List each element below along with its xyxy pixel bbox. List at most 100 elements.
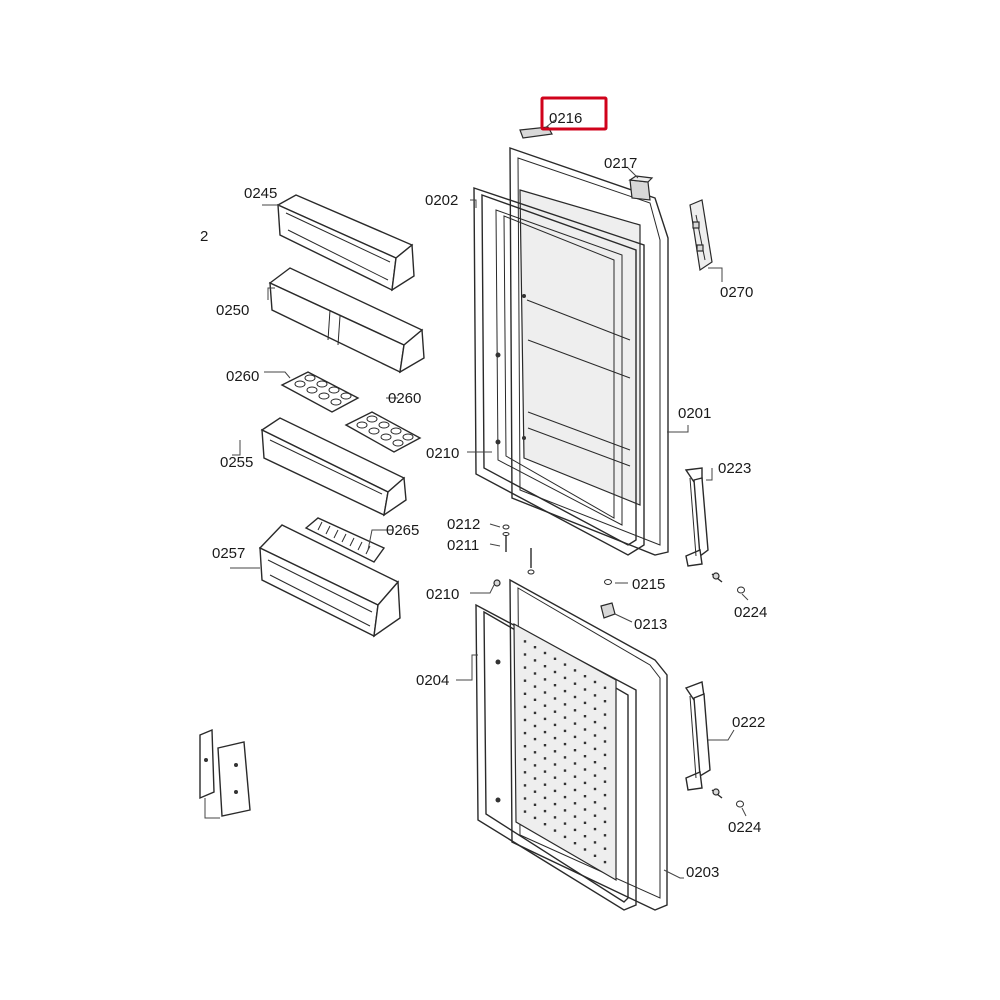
- perforation-dot: [593, 680, 597, 684]
- perforation-dot: [543, 783, 547, 786]
- part-0224-lower-screw-set: [711, 788, 744, 808]
- part-0224-upper-screw-set: [711, 572, 745, 594]
- perforation-dot: [563, 676, 567, 680]
- label-0202: 0202: [425, 192, 458, 209]
- perforation-dot: [563, 716, 567, 719]
- part-0210-lower-screw: [493, 579, 501, 587]
- perforation-dot: [533, 777, 537, 780]
- perforation-dot: [603, 820, 607, 824]
- perforation-dot: [563, 809, 567, 812]
- perforation-dot: [593, 814, 597, 817]
- perforation-dot: [553, 736, 557, 740]
- label-0211: 0211: [447, 537, 479, 554]
- part-0255-door-shelf: [260, 417, 407, 517]
- perforation-dot: [523, 705, 527, 709]
- perforation-dot: [583, 675, 587, 678]
- perforation-dot: [573, 815, 577, 818]
- perforation-dot: [523, 784, 527, 787]
- perforation-dot: [543, 678, 547, 681]
- perforation-dot: [583, 741, 587, 745]
- perforation-dot: [543, 665, 547, 668]
- perforation-dot: [523, 771, 527, 774]
- perforation-dot: [603, 700, 607, 703]
- part-0260-egg-tray-left: [280, 371, 360, 413]
- perforation-dot: [593, 694, 597, 697]
- perforation-dot: [573, 669, 577, 672]
- perforation-dot: [533, 698, 537, 701]
- perforation-dot: [583, 795, 587, 798]
- perforation-dot: [583, 688, 587, 691]
- part-0222-lower-handle: [684, 681, 711, 791]
- perforation-dot: [533, 724, 537, 728]
- perforation-dot: [523, 745, 527, 748]
- label-0257: 0257: [212, 545, 245, 562]
- label-0224-upper: 0224: [734, 604, 767, 621]
- perforation-dot: [533, 790, 537, 793]
- label-0260-left: 0260: [226, 368, 259, 385]
- perforation-dot: [593, 841, 597, 844]
- part-0217-block: [628, 175, 654, 201]
- perforation-dot: [583, 715, 587, 718]
- perforation-dot: [583, 768, 587, 771]
- perforation-dot: [533, 751, 537, 754]
- part-0265-divider-rack: [304, 517, 386, 563]
- perforation-dot: [593, 787, 597, 791]
- hinge-screw: [527, 548, 535, 575]
- part-0250-closed-compartment: [268, 267, 425, 374]
- perforation-dot: [543, 704, 547, 707]
- perforation-dot: [573, 842, 577, 845]
- label-0212: 0212: [447, 516, 480, 533]
- label-0210-lower: 0210: [426, 586, 459, 603]
- perforation-dot: [553, 697, 557, 700]
- perforation-dot: [603, 860, 607, 864]
- perforation-dot: [593, 827, 597, 831]
- perforation-dot: [553, 816, 557, 819]
- perforation-dot: [583, 701, 587, 705]
- part-0260-egg-tray-right: [344, 411, 422, 453]
- perforation-dot: [523, 718, 527, 722]
- perforation-dot: [573, 695, 577, 699]
- perforation-dot: [543, 651, 547, 655]
- perforation-dot: [543, 730, 547, 734]
- part-0213-hinge-bracket: [600, 602, 616, 619]
- perforation-dot: [543, 823, 547, 826]
- perforation-dot: [553, 684, 557, 687]
- part-0211-pin: [502, 532, 510, 552]
- label-0250: 0250: [216, 302, 249, 319]
- perforation-dot: [603, 847, 607, 850]
- perforation-dot: [583, 835, 587, 838]
- perforation-dot: [563, 795, 567, 799]
- perforation-dot: [583, 808, 587, 811]
- perforation-dot: [573, 802, 577, 805]
- perforation-dot: [563, 769, 567, 772]
- perforation-dot: [543, 744, 547, 747]
- perforation-dot: [543, 757, 547, 760]
- perforation-dot: [523, 810, 527, 813]
- part-0270-handle-strip: [689, 199, 713, 272]
- upper-door-gasket: [473, 187, 645, 556]
- perforation-dot: [553, 802, 557, 806]
- perforation-dot: [523, 758, 527, 761]
- perforation-dot: [593, 801, 597, 804]
- perforation-dot: [523, 797, 527, 800]
- part-0245-door-shelf: [276, 194, 415, 292]
- perforation-dot: [603, 807, 607, 810]
- perforation-dot: [533, 803, 537, 806]
- perforation-dot: [533, 737, 537, 741]
- perforation-dot: [593, 707, 597, 710]
- perforation-dot: [543, 770, 547, 773]
- perforation-dot: [523, 666, 527, 669]
- perforation-dot: [563, 835, 567, 839]
- perforation-dot: [563, 822, 567, 825]
- perforation-dot: [523, 640, 527, 643]
- perforation-dot: [563, 782, 567, 786]
- part-labels: 0216 0217 0202 0245 0270 0250 0260 0260 …: [212, 110, 767, 881]
- perforation-dot: [603, 686, 607, 689]
- perforation-dot: [573, 775, 577, 778]
- perforation-dot: [523, 653, 527, 656]
- lower-left-hinge-parts: [199, 728, 251, 819]
- perforation-dot: [553, 763, 557, 766]
- perforation-dot: [553, 829, 557, 832]
- perforation-dot: [553, 723, 557, 727]
- perforation-dot: [573, 788, 577, 792]
